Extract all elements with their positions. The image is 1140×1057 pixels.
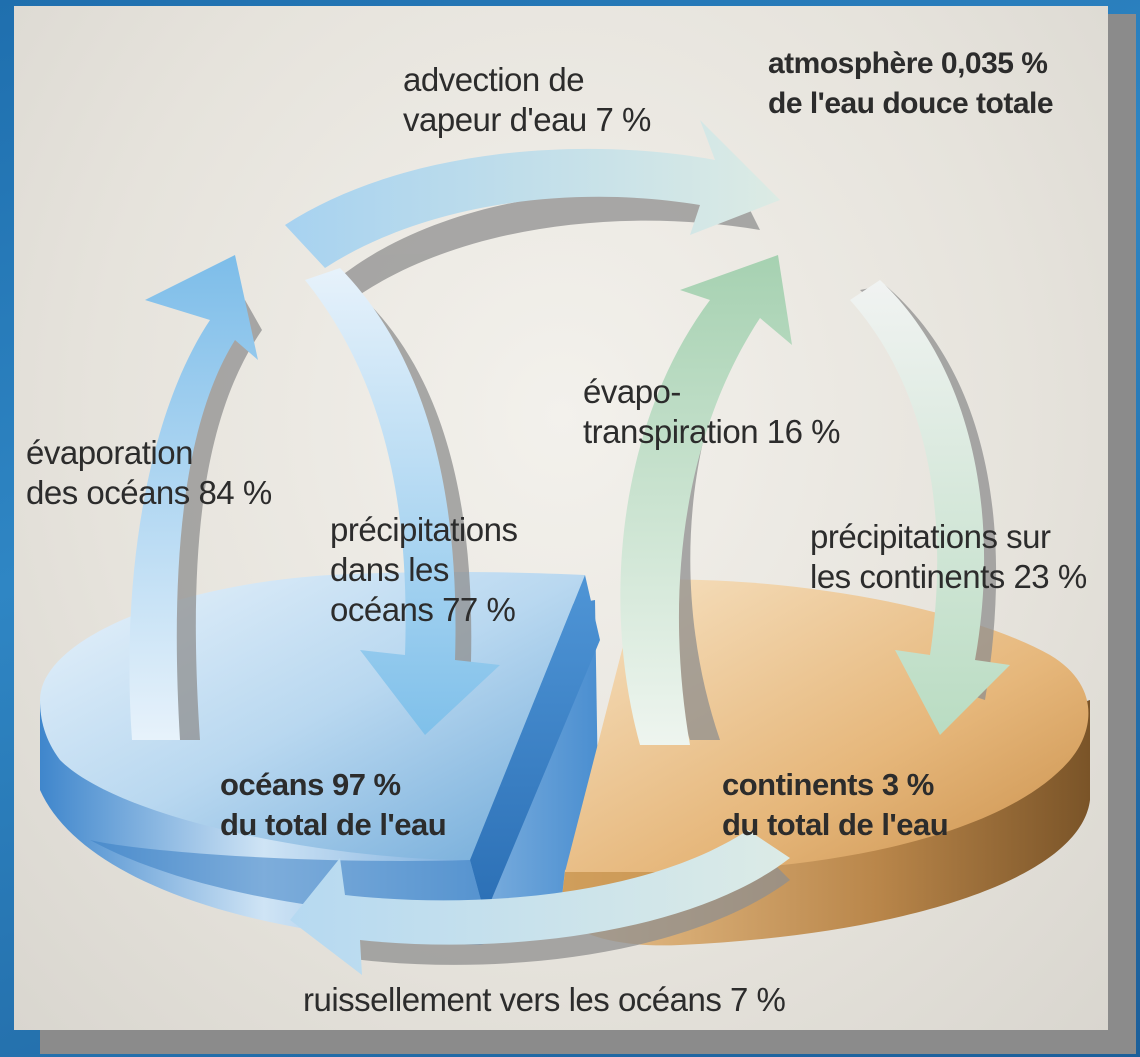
arrow-precipitation-continents [850,280,1010,735]
arrow-evaporation [129,255,258,740]
label-evapotranspiration-line1: évapo- [583,373,681,410]
label-oceans-line1: océans 97 % [220,767,401,802]
label-ruissellement-text: ruissellement vers les océans 7 % [303,981,786,1018]
label-continents-line1: continents 3 % [722,767,934,802]
label-atmosphere: atmosphère 0,035 % de l'eau douce totale [768,44,1054,124]
label-precip-oceans-line1: précipitations [330,511,518,548]
label-evapotranspiration-line2: transpiration 16 % [583,413,840,450]
label-evaporation: évaporation des océans 84 % [26,433,272,513]
label-precip-continents-line1: précipitations sur [810,518,1051,555]
label-atmosphere-line1: atmosphère 0,035 % [768,47,1048,80]
label-precip-oceans-line2: dans les [330,551,449,588]
label-advection: advection de vapeur d'eau 7 % [403,60,651,140]
arrow-runoff [290,830,790,975]
label-advection-line1: advection de [403,61,585,98]
arrow-precipitation-oceans [305,268,500,735]
label-continents: continents 3 % du total de l'eau [722,765,949,845]
label-evaporation-line2: des océans 84 % [26,474,272,511]
label-oceans-line2: du total de l'eau [220,807,447,842]
label-evapotranspiration: évapo- transpiration 16 % [583,372,840,452]
label-atmosphere-line2: de l'eau douce totale [768,87,1054,120]
label-continents-line2: du total de l'eau [722,807,949,842]
label-precipitation-oceans: précipitations dans les océans 77 % [330,510,518,630]
label-advection-line2: vapeur d'eau 7 % [403,101,651,138]
arrow-advection [285,120,780,268]
label-oceans: océans 97 % du total de l'eau [220,765,447,845]
label-precip-oceans-line3: océans 77 % [330,591,516,628]
label-precip-continents-line2: les continents 23 % [810,558,1087,595]
arrow-evapotranspiration [620,255,792,745]
label-precipitation-continents: précipitations sur les continents 23 % [810,517,1087,597]
label-evaporation-line1: évaporation [26,434,193,471]
label-ruissellement: ruissellement vers les océans 7 % [303,980,786,1020]
